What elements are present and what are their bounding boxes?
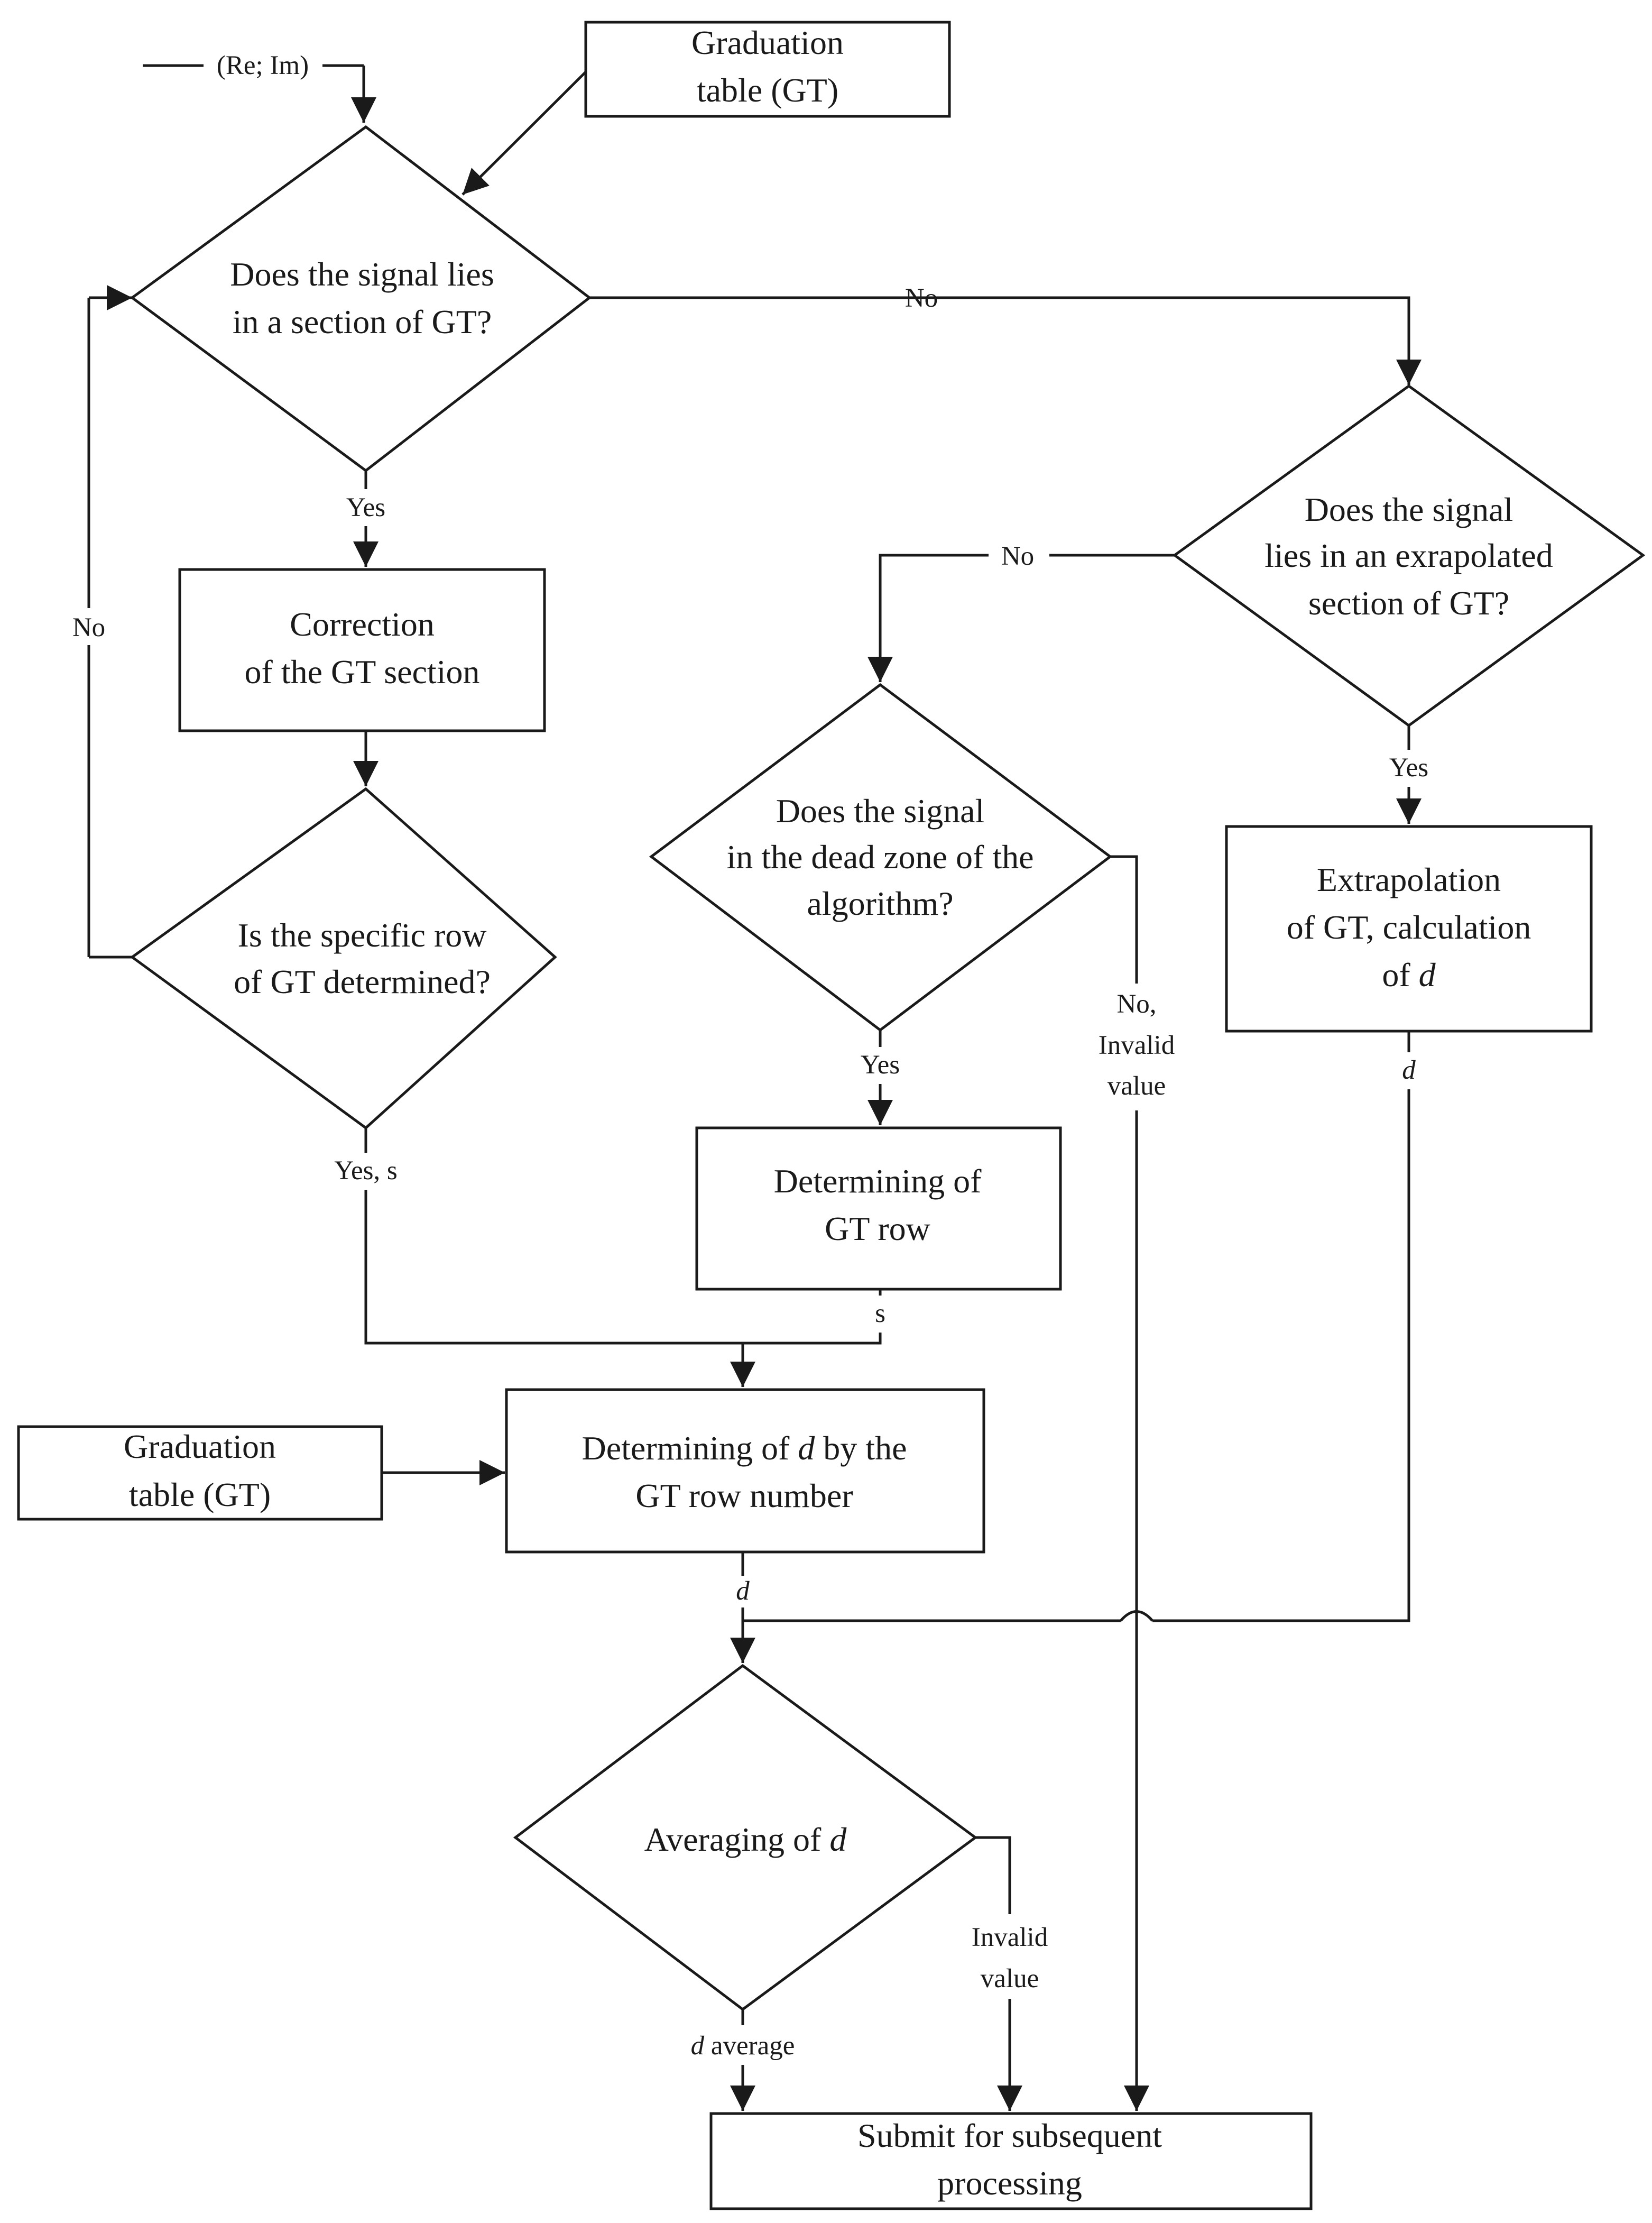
decision-row-determined-line2: of GT determined? — [234, 963, 491, 1000]
extrapolation-box-line3: of d — [1382, 956, 1436, 994]
label-extrap-yes: Yes — [1389, 753, 1428, 783]
graduation-table-left-line1: Graduation — [124, 1428, 276, 1465]
label-d-average-text: average — [704, 2031, 795, 2061]
decision-extrapolated-line1: Does the signal — [1305, 491, 1513, 528]
extrapolation-box-line3-of: of — [1382, 956, 1418, 994]
extrapolation-box-line3-d: d — [1419, 956, 1436, 994]
graduation-table-top: Graduation table (GT) — [584, 21, 951, 118]
decision-signal-in-section: Does the signal lies in a section of GT? — [130, 125, 592, 473]
submit-box: Submit for subsequent processing — [709, 2112, 1313, 2210]
extrapolation-box-line1: Extrapolation — [1317, 861, 1501, 898]
averaging-label: Averaging of d — [644, 1821, 847, 1858]
label-section-yes: Yes — [346, 493, 385, 522]
edge-extrap-d — [1152, 1089, 1410, 1622]
correction-box-line2: of the GT section — [245, 653, 480, 691]
label-loop-no: No — [72, 613, 105, 642]
label-row-yes-s: Yes, s — [334, 1156, 398, 1186]
graduation-table-left: Graduation table (GT) — [17, 1425, 383, 1521]
label-det-d: d — [736, 1576, 750, 1606]
averaging-label-a: Averaging of — [644, 1821, 830, 1858]
extrapolation-box-line2: of GT, calculation — [1287, 908, 1531, 946]
submit-line1: Submit for subsequent — [857, 2117, 1162, 2154]
determining-gt-row-line2: GT row — [825, 1210, 930, 1247]
edge-row-yes — [364, 1190, 743, 1345]
determining-d-line1-c: by the — [815, 1429, 907, 1467]
correction-box: Correction of the GT section — [178, 568, 546, 732]
submit-line2: processing — [937, 2164, 1082, 2202]
extrapolation-box: Extrapolation of GT, calculation of d — [1225, 825, 1593, 1033]
averaging-diamond: Averaging of d — [513, 1664, 978, 2011]
edge-extrap-no-b — [867, 554, 989, 682]
label-extrap-no: No — [1001, 541, 1034, 571]
label-dead-yes: Yes — [861, 1050, 900, 1080]
graduation-table-top-line2: table (GT) — [697, 71, 838, 109]
determining-gt-row-box: Determining of GT row — [695, 1126, 1062, 1291]
input-label: (Re; Im) — [217, 51, 309, 80]
decision-extrapolated-section: Does the signal lies in an exrapolated s… — [1172, 384, 1646, 728]
decision-dead-zone-line2: in the dead zone of the — [726, 838, 1033, 876]
determining-d-line1: Determining of d by the — [582, 1429, 907, 1467]
determining-d-line1-d: d — [798, 1429, 815, 1467]
averaging-label-d: d — [829, 1821, 847, 1858]
label-invalid-value-line1: Invalid — [972, 1923, 1048, 1952]
graduation-table-left-line2: table (GT) — [129, 1476, 271, 1513]
decision-signal-in-section-line2: in a section of GT? — [233, 303, 492, 341]
determining-d-box: Determining of d by the GT row number — [505, 1388, 985, 1554]
correction-box-line1: Correction — [290, 605, 435, 643]
gt-top-arrow — [462, 71, 587, 196]
decision-dead-zone: Does the signal in the dead zone of the … — [649, 683, 1113, 1032]
label-d-average: d average — [691, 2031, 795, 2061]
decision-dead-zone-line3: algorithm? — [807, 885, 953, 922]
label-dead-no-line2: Invalid — [1099, 1031, 1175, 1060]
decision-extrapolated-line2: lies in an exrapolated — [1265, 537, 1553, 574]
edge-avg-invalid-top — [975, 1836, 1011, 1914]
decision-row-determined: Is the specific row of GT determined? — [130, 787, 557, 1130]
edge-section-no — [589, 296, 1422, 385]
label-dead-no-line1: No, — [1116, 989, 1156, 1019]
determining-gt-row-line1: Determining of — [774, 1162, 982, 1200]
label-section-no: No — [905, 283, 938, 313]
edge-dead-no-top — [1110, 855, 1138, 984]
decision-signal-in-section-line1: Does the signal lies — [230, 255, 494, 293]
label-invalid-value-line2: value — [981, 1964, 1039, 1994]
determining-d-line2: GT row number — [635, 1477, 853, 1514]
decision-dead-zone-line1: Does the signal — [776, 792, 985, 830]
decision-extrapolated-line3: section of GT? — [1308, 584, 1509, 622]
label-extrap-d: d — [1402, 1055, 1416, 1085]
label-dead-no-line3: value — [1108, 1071, 1166, 1101]
graduation-table-top-line1: Graduation — [691, 24, 844, 61]
decision-row-determined-line1: Is the specific row — [238, 916, 487, 954]
label-row-s: s — [875, 1299, 885, 1328]
label-d-average-d: d — [691, 2031, 705, 2061]
determining-d-line1-a: Determining of — [582, 1429, 798, 1467]
edge-row-s — [743, 1333, 882, 1345]
